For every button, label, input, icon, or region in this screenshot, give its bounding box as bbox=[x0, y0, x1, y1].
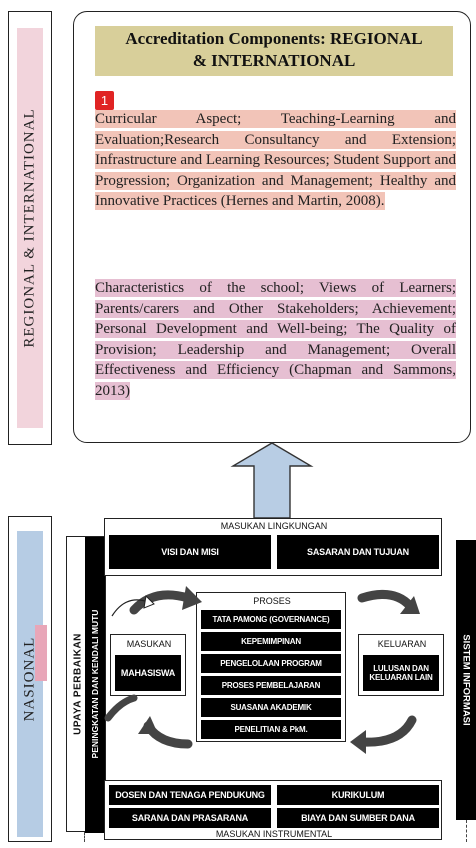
sistem-informasi-bar: SISTEM INFORMASI bbox=[456, 540, 476, 820]
number-badge: 1 bbox=[95, 91, 114, 110]
regional-international-label: REGIONAL & INTERNATIONAL bbox=[21, 108, 38, 348]
masukan-instrumental-label: MASUKAN INSTRUMENTAL bbox=[215, 829, 333, 839]
masukan-lingkungan-box: MASUKAN LINGKUNGAN VISI DAN MISI SASARAN… bbox=[104, 518, 442, 576]
dashed-line-left bbox=[84, 832, 85, 842]
up-arrow-icon bbox=[230, 442, 314, 519]
biaya-box: BIAYA DAN SUMBER DANA bbox=[277, 808, 439, 828]
outline-arrow-left-icon bbox=[111, 594, 155, 617]
card-title-line2: & INTERNATIONAL bbox=[192, 51, 356, 70]
accreditation-card: Accreditation Components: REGIONAL & INT… bbox=[73, 11, 471, 443]
curved-arrow-top-left-icon bbox=[129, 586, 202, 615]
masukan-box: MASUKAN MAHASISWA bbox=[110, 634, 186, 696]
mahasiswa-box: MAHASISWA bbox=[115, 655, 181, 691]
upaya-inner-black bbox=[85, 537, 105, 833]
side-pink-accent bbox=[35, 625, 47, 681]
proses-item-penelitian: PENELITIAN & PkM. bbox=[201, 720, 341, 739]
keluaran-box: KELUARAN LULUSAN DAN KELUARAN LAIN bbox=[358, 634, 444, 696]
masukan-lingkungan-label: MASUKAN LINGKUNGAN bbox=[220, 521, 328, 531]
curved-arrow-bottom-left-icon bbox=[138, 716, 193, 749]
lulusan-box: LULUSAN DAN KELUARAN LAIN bbox=[363, 655, 439, 691]
school-characteristics-text: Characteristics of the school; Views of … bbox=[95, 279, 456, 400]
curved-arrow-top-right-icon bbox=[357, 589, 420, 614]
visi-misi-box: VISI DAN MISI bbox=[109, 535, 271, 569]
card-title: Accreditation Components: REGIONAL & INT… bbox=[95, 26, 453, 76]
proses-item-tatapamong: TATA PAMONG (GOVERNANCE) bbox=[201, 610, 341, 629]
quality-diagram: UPAYA PERBAIKAN PENINGKATAN DAN KENDALI … bbox=[64, 518, 476, 842]
masukan-label: MASUKAN bbox=[126, 639, 172, 649]
proses-item-pengelolaan: PENGELOLAAN PROGRAM bbox=[201, 654, 341, 673]
proses-item-kepemimpinan: KEPEMIMPINAN bbox=[201, 632, 341, 651]
side-pink-bar bbox=[17, 28, 43, 428]
upaya-feedback-arrow-icon bbox=[104, 694, 138, 722]
nasional-side-box: NASIONAL bbox=[8, 516, 52, 842]
side-blue-bar bbox=[17, 531, 43, 837]
proses-box: PROSES TATA PAMONG (GOVERNANCE) KEPEMIMP… bbox=[196, 592, 346, 742]
cycle-arrows bbox=[104, 586, 420, 754]
keluaran-label: KELUARAN bbox=[377, 639, 427, 649]
regional-components-text: Curricular Aspect; Teaching-Learning and… bbox=[95, 110, 456, 210]
proses-label: PROSES bbox=[253, 596, 291, 606]
sasaran-tujuan-box: SASARAN DAN TUJUAN bbox=[277, 535, 439, 569]
nasional-label: NASIONAL bbox=[21, 636, 38, 722]
upaya-perbaikan-bar: UPAYA PERBAIKAN PENINGKATAN DAN KENDALI … bbox=[66, 536, 106, 833]
regional-components-paragraph: Curricular Aspect; Teaching-Learning and… bbox=[95, 109, 456, 212]
proses-item-pembelajaran: PROSES PEMBELAJARAN bbox=[201, 676, 341, 695]
dosen-box: DOSEN DAN TENAGA PENDUKUNG bbox=[109, 785, 271, 805]
card-title-line1: Accreditation Components: REGIONAL bbox=[125, 29, 423, 48]
proses-item-suasana: SUASANA AKADEMIK bbox=[201, 698, 341, 717]
masukan-instrumental-box: DOSEN DAN TENAGA PENDUKUNG KURIKULUM SAR… bbox=[104, 780, 442, 840]
curved-arrow-bottom-right-icon bbox=[350, 715, 417, 754]
dashed-line-right bbox=[466, 820, 467, 842]
regional-international-side-box: REGIONAL & INTERNATIONAL bbox=[8, 11, 52, 445]
kurikulum-box: KURIKULUM bbox=[277, 785, 439, 805]
sarana-box: SARANA DAN PRASARANA bbox=[109, 808, 271, 828]
school-characteristics-paragraph: Characteristics of the school; Views of … bbox=[95, 278, 456, 401]
